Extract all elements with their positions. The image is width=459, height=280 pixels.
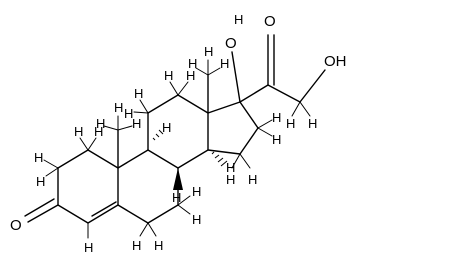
c17-hydroxyl-hydrogen-label: H (234, 12, 243, 27)
bond (117, 204, 149, 224)
h-label: H (34, 150, 43, 165)
h-label: H (74, 124, 83, 139)
bond (177, 94, 209, 114)
bond (147, 94, 179, 114)
h-label: H (186, 68, 195, 83)
hash-bond (211, 151, 228, 167)
h-label: H (226, 172, 235, 187)
c17-hydroxyl-oxygen-label: O (225, 35, 237, 52)
bond (177, 149, 209, 169)
c14-h-label: H (226, 160, 235, 175)
bond (239, 101, 259, 129)
c9-h-label: H (162, 120, 171, 135)
stereo-bonds (152, 129, 228, 190)
hydroxyl-label: OH (324, 53, 347, 70)
h-label: H (192, 212, 201, 227)
h-label: H (84, 240, 93, 255)
bond (87, 149, 119, 169)
h-label: H (132, 238, 141, 253)
ketone-oxygen-label: O (10, 217, 22, 234)
wedge-bond (173, 168, 183, 190)
h-label: H (272, 110, 281, 125)
hydrogen-bonds (43, 59, 311, 239)
h-label: H (94, 124, 103, 139)
h-label: H (134, 86, 143, 101)
bond (57, 149, 89, 169)
bond-c3-o-double (24, 198, 55, 217)
h-label: H (164, 68, 173, 83)
bond (87, 204, 119, 224)
skeleton-bonds (24, 34, 326, 224)
side-chain-ketone-oxygen-label: O (264, 13, 276, 30)
bond (57, 204, 89, 224)
bond (207, 101, 241, 114)
h-label: H (114, 100, 123, 115)
bond-c20-c21 (267, 84, 301, 103)
bond-c17-oh (231, 51, 241, 103)
bond-c4-c5-double (91, 201, 117, 217)
h-label: H (308, 116, 317, 131)
bond (117, 149, 149, 169)
bond (147, 149, 179, 169)
h-label: H (188, 56, 197, 71)
atom-labels: O O OH O H H H H H H H H H H H H H H H H… (10, 12, 347, 255)
h-label: H (220, 56, 229, 71)
h-label: H (132, 116, 141, 131)
bond (207, 149, 241, 155)
h-label: H (96, 116, 105, 131)
bond-c3-o (27, 204, 59, 223)
h-label: H (154, 238, 163, 253)
h-label: H (204, 44, 213, 59)
h-label: H (248, 172, 257, 187)
h-label: H (192, 184, 201, 199)
hash-bond (152, 129, 164, 141)
bond (239, 127, 259, 155)
bond-c21-o (299, 69, 326, 103)
h-label: H (36, 174, 45, 189)
h-label: H (286, 116, 295, 131)
bond-c17-c20 (239, 84, 269, 103)
bond (147, 204, 179, 224)
h-label: H (272, 132, 281, 147)
h-label: H (124, 106, 133, 121)
c8-h-label: H (172, 190, 181, 205)
